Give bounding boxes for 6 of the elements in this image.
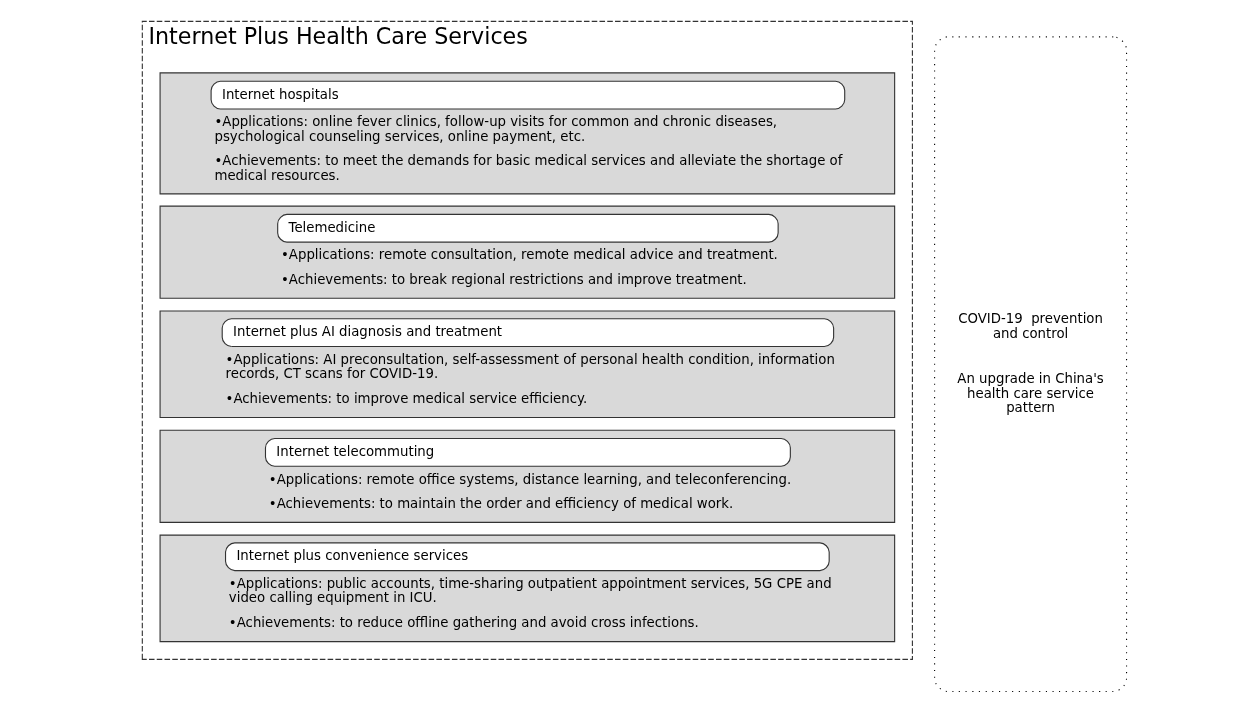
node-box: Internet telecommuting •Applications: remote office systems, distance learning, and teleconferencing. •Achievements: to maintain the order and efficiency of medical work.: [159, 429, 895, 523]
node-box: Internet plus AI diagnosis and treatment •Applications: AI preconsultation, self-assessment of personal health condition, information records, CT scans for COVID-19. •Achievements: to improve medical service efficiency.: [159, 310, 895, 419]
node-box: COVID-19 prevention and control An upgrade in China's health care service pattern: [933, 36, 1127, 693]
node-box: Telemedicine •Applications: remote consultation, remote medical advice and treatment. •Achievements: to break regional restrictions and improve treatment.: [159, 205, 895, 299]
node-box: Internet hospitals •Applications: online fever clinics, follow-up visits for common and chronic diseases, psychological counseling services, online payment, etc. •Achievements: to meet the demands for basic medical services and alleviate the shortage of medical resources.: [159, 72, 895, 195]
node-box: Internet plus convenience services •Applications: public accounts, time-sharing outpatient appointment services, 5G CPE and video calling equipment in ICU. •Achievements: to reduce offline gathering and avoid cross infections.: [159, 534, 895, 643]
